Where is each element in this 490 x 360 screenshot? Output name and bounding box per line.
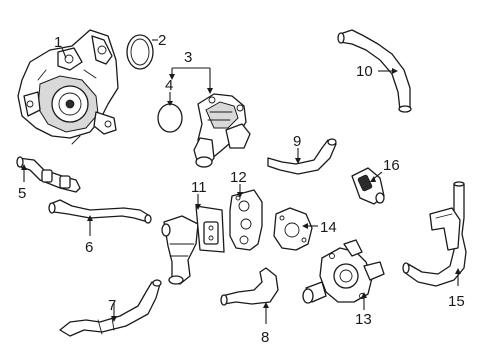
callout-15: 15	[448, 293, 465, 310]
part-9-upper-hose	[267, 138, 337, 175]
callout-12: 12	[230, 169, 247, 186]
part-8-heater-hose	[220, 267, 279, 306]
part-14-valve-gasket	[273, 207, 313, 251]
callout-2: 2	[158, 32, 166, 49]
callout-9: 9	[293, 133, 301, 150]
callout-11: 11	[191, 179, 207, 196]
part-13-valve-body	[302, 239, 385, 304]
callout-10: 10	[356, 63, 373, 80]
leader-3	[171, 67, 211, 90]
part-6-coolant-pipe	[48, 199, 152, 224]
callout-3: 3	[184, 49, 192, 66]
part-1-water-pump-housing	[17, 29, 119, 145]
part-3-thermostat-housing	[193, 93, 251, 168]
callout-1: 1	[54, 34, 62, 51]
part-5-bypass-hose	[16, 156, 81, 193]
leader-1	[61, 47, 67, 59]
part-2-o-ring	[126, 34, 154, 70]
part-4-thermostat-gasket	[157, 103, 183, 133]
callout-5: 5	[18, 185, 26, 202]
callout-14: 14	[320, 219, 337, 236]
callout-13: 13	[355, 311, 372, 328]
callout-6: 6	[85, 239, 93, 256]
part-7-lower-hose	[59, 279, 162, 337]
part-11-coolant-valve	[161, 205, 225, 285]
callout-7: 7	[108, 297, 116, 314]
callout-16: 16	[383, 157, 400, 174]
part-15-bypass-pipe	[402, 181, 467, 287]
part-10-radiator-hose	[337, 29, 412, 113]
callout-8: 8	[261, 329, 269, 346]
callout-4: 4	[165, 77, 173, 94]
part-12-outlet-gasket	[229, 189, 263, 251]
part-16-temperature-sensor	[351, 167, 385, 205]
